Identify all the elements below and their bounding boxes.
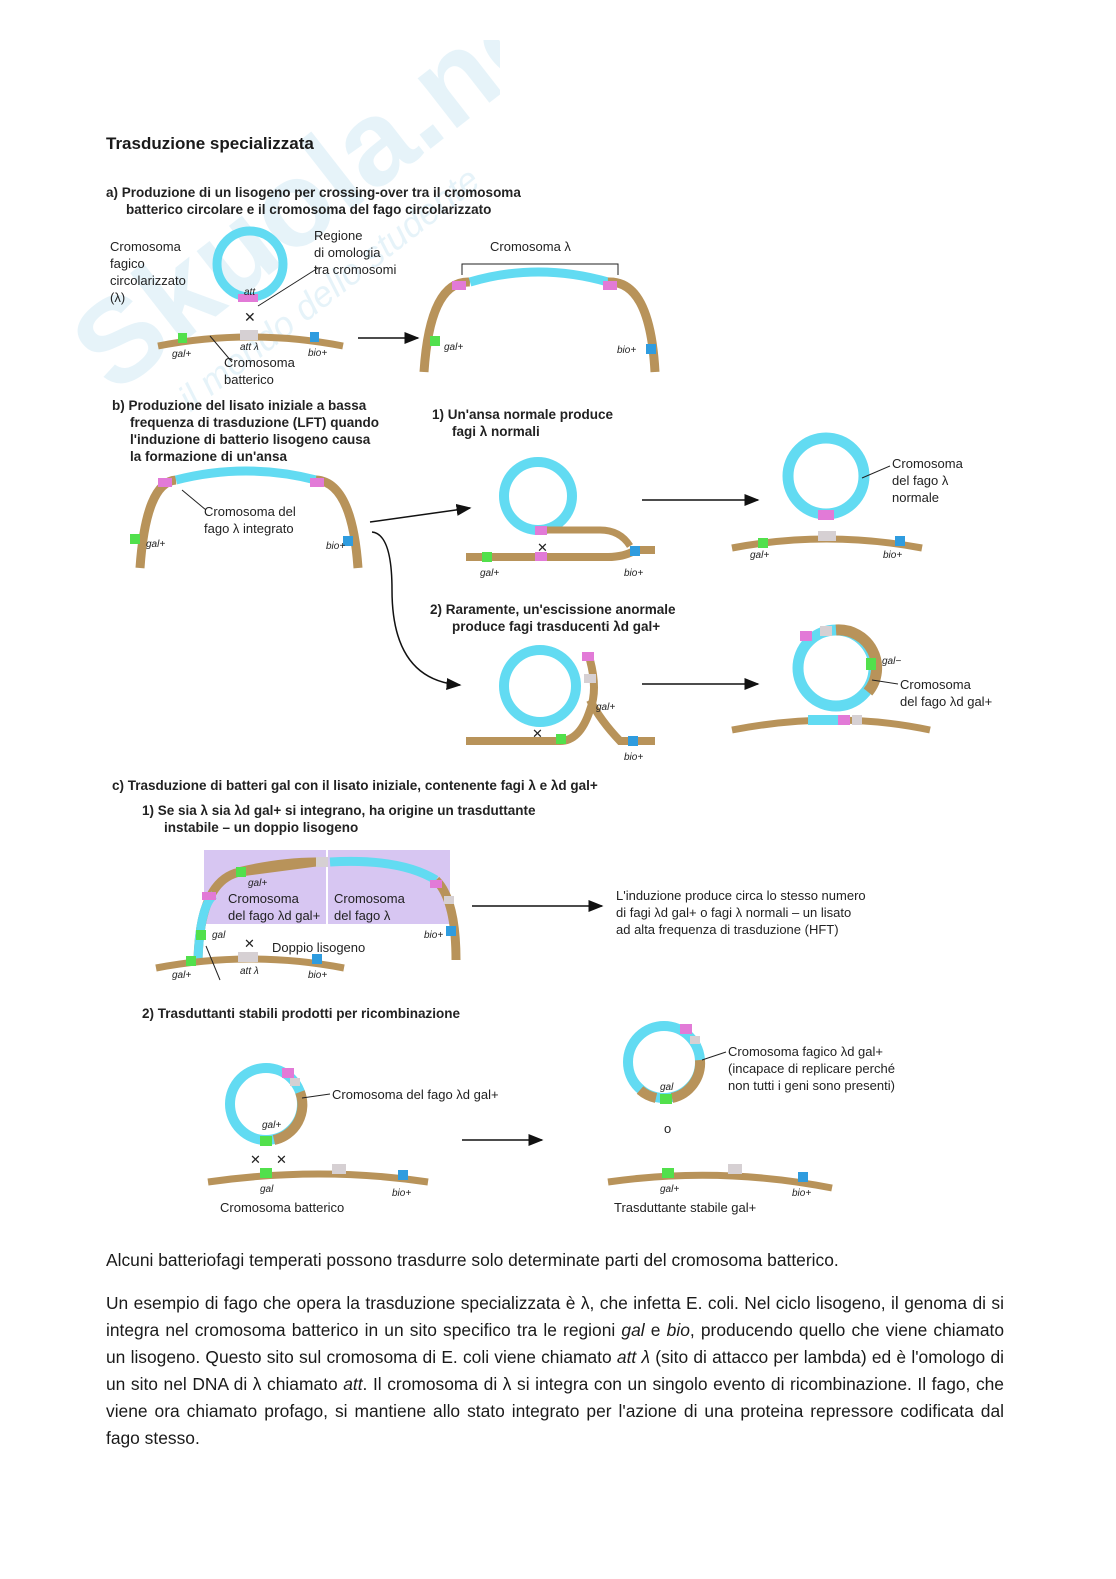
svg-text:la formazione di un'ansa: la formazione di un'ansa — [130, 449, 287, 464]
section-a: a) Produzione di un lisogeno per crossin… — [106, 185, 660, 387]
svg-text:✕: ✕ — [244, 936, 255, 951]
svg-text:bio+: bio+ — [392, 1188, 411, 1199]
att-label: att — [244, 287, 256, 298]
svg-text:bio+: bio+ — [308, 970, 327, 981]
step-b1: 1) Un'ansa normale produce — [432, 407, 613, 422]
svg-text:gal+: gal+ — [146, 539, 165, 550]
svg-text:Cromosoma: Cromosoma — [334, 891, 406, 906]
step-c1: 1) Se sia λ sia λd gal+ si integrano, ha… — [142, 803, 536, 818]
hft-text: L'induzione produce circa lo stesso nume… — [616, 888, 866, 903]
svg-text:bio+: bio+ — [308, 348, 327, 359]
svg-text:gal+: gal+ — [444, 342, 463, 353]
att-site-phage — [238, 294, 258, 302]
text-run: . Il cromosoma di λ si integra con un si… — [106, 1374, 1004, 1448]
svg-text:gal+: gal+ — [172, 970, 191, 981]
italic-term: gal — [621, 1320, 645, 1340]
double-lysogen-label: Doppio lisogeno — [272, 940, 365, 955]
section-a-heading: a) Produzione di un lisogeno per crossin… — [106, 185, 521, 200]
svg-text:bio+: bio+ — [617, 345, 636, 356]
normal-phage-circle — [782, 432, 870, 520]
svg-text:bio+: bio+ — [792, 1188, 811, 1199]
page-title: Trasduzione specializzata — [106, 134, 314, 153]
integrated-phage-label: Cromosoma del — [204, 504, 296, 519]
svg-text:gal+: gal+ — [248, 878, 267, 889]
svg-text:gal: gal — [260, 1184, 274, 1195]
section-b: b) Produzione del lisato iniziale a bass… — [112, 398, 992, 763]
paragraph-2: Un esempio di fago che opera la trasduzi… — [106, 1290, 1004, 1452]
svg-text:bio+: bio+ — [883, 550, 902, 561]
svg-text:produce fagi trasducenti λd ga: produce fagi trasducenti λd gal+ — [452, 619, 660, 634]
svg-text:(incapace di replicare perché: (incapace di replicare perché — [728, 1061, 895, 1076]
text-run: e — [644, 1320, 667, 1340]
stable-transductant-label: Trasduttante stabile gal+ — [614, 1200, 756, 1215]
section-c: c) Trasduzione di batteri gal con il lis… — [112, 778, 895, 1215]
transduction-figure: a) Produzione di un lisogeno per crossin… — [106, 185, 992, 1215]
svg-text:del fago λ: del fago λ — [892, 473, 949, 488]
svg-text:frequenza di trasduzione (LFT): frequenza di trasduzione (LFT) quando — [130, 415, 379, 430]
svg-text:fago λ integrato: fago λ integrato — [204, 521, 294, 536]
phage-label: Cromosoma — [110, 239, 182, 254]
svg-text:ad alta frequenza di trasduzio: ad alta frequenza di trasduzione (HFT) — [616, 922, 839, 937]
svg-text:bio+: bio+ — [624, 568, 643, 579]
lambda-chromosome-label: Cromosoma λ — [490, 239, 571, 254]
svg-text:att λ: att λ — [240, 342, 259, 353]
svg-text:✕: ✕ — [276, 1152, 287, 1167]
svg-text:circolarizzato: circolarizzato — [110, 273, 186, 288]
section-b-heading: b) Produzione del lisato iniziale a bass… — [112, 398, 367, 413]
transducing-phage-label: Cromosoma — [900, 677, 972, 692]
svg-text:instabile – un doppio lisogeno: instabile – un doppio lisogeno — [164, 820, 358, 835]
svg-text:gal+: gal+ — [660, 1184, 679, 1195]
svg-text:gal+: gal+ — [262, 1120, 281, 1131]
italic-term: bio — [666, 1320, 690, 1340]
homology-label: Regione — [314, 228, 362, 243]
svg-text:normale: normale — [892, 490, 939, 505]
svg-text:di fagi λd gal+ o fagi λ norma: di fagi λd gal+ o fagi λ normali – un li… — [616, 905, 851, 920]
text-run: (sito di attacco per lambda) ed è l'omol… — [106, 1347, 1004, 1394]
bacterial-chromosome-label: Cromosoma batterico — [220, 1200, 344, 1215]
phage-note: Cromosoma fagico λd gal+ — [728, 1044, 883, 1059]
svg-text:gal+: gal+ — [750, 550, 769, 561]
step-b2: 2) Raramente, un'escissione anormale — [430, 602, 676, 617]
svg-text:att λ: att λ — [240, 966, 259, 977]
bacterial-label: Cromosoma — [224, 355, 296, 370]
svg-text:l'induzione di batterio lisoge: l'induzione di batterio lisogeno causa — [130, 432, 371, 447]
svg-text:(λ): (λ) — [110, 290, 125, 305]
svg-text:fagico: fagico — [110, 256, 145, 271]
text-run: , producendo quello che viene chiamato u… — [106, 1320, 1004, 1367]
svg-text:di omologia: di omologia — [314, 245, 381, 260]
svg-text:batterico: batterico — [224, 372, 274, 387]
italic-term: att — [343, 1374, 363, 1394]
svg-text:✕: ✕ — [532, 726, 543, 741]
svg-text:✕: ✕ — [537, 540, 548, 555]
svg-text:del fago λd gal+: del fago λd gal+ — [228, 908, 320, 923]
svg-text:del fago λ: del fago λ — [334, 908, 391, 923]
svg-text:✕: ✕ — [250, 1152, 261, 1167]
svg-text:Cromosoma: Cromosoma — [228, 891, 300, 906]
svg-text:bio+: bio+ — [624, 752, 643, 763]
normal-phage-label: Cromosoma — [892, 456, 964, 471]
svg-text:bio+: bio+ — [424, 930, 443, 941]
svg-text:gal+: gal+ — [596, 702, 615, 713]
svg-text:✕: ✕ — [244, 309, 256, 325]
svg-text:gal: gal — [660, 1082, 674, 1093]
svg-text:del fago λd gal+: del fago λd gal+ — [900, 694, 992, 709]
section-a-heading-2: batterico circolare e il cromosoma del f… — [126, 202, 491, 217]
or-label: o — [664, 1121, 671, 1136]
italic-term: att λ — [616, 1347, 651, 1367]
svg-text:gal: gal — [212, 930, 226, 941]
text-run: Un esempio di fago che opera la trasduzi… — [106, 1293, 1004, 1340]
step-c2: 2) Trasduttanti stabili prodotti per ric… — [142, 1006, 461, 1021]
svg-text:gal+: gal+ — [480, 568, 499, 579]
svg-text:gal+: gal+ — [172, 349, 191, 360]
svg-text:non tutti i geni sono presenti: non tutti i geni sono presenti) — [728, 1078, 895, 1093]
svg-text:bio+: bio+ — [326, 541, 345, 552]
paragraph-1: Alcuni batteriofagi temperati possono tr… — [106, 1250, 839, 1270]
svg-text:gal−: gal− — [882, 656, 901, 667]
section-c-heading: c) Trasduzione di batteri gal con il lis… — [112, 778, 598, 793]
svg-text:tra cromosomi: tra cromosomi — [314, 262, 396, 277]
phage-dgal-label: Cromosoma del fago λd gal+ — [332, 1087, 499, 1102]
svg-text:fagi λ normali: fagi λ normali — [452, 424, 540, 439]
